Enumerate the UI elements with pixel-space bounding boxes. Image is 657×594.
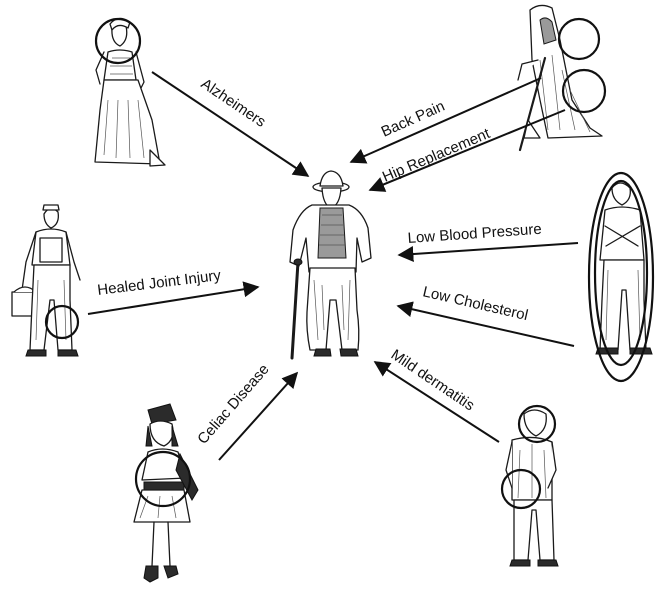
label-low-cholesterol: Low Cholesterol: [421, 283, 530, 324]
highlight-circle-hand: [500, 468, 542, 510]
label-low-blood-pressure: Low Blood Pressure: [407, 221, 542, 247]
label-celiac-disease: Celiac Disease: [194, 361, 272, 448]
highlight-circle-back: [557, 17, 601, 61]
label-alzheimers: Alzheimers: [198, 75, 269, 131]
arrow-celiac-disease: [218, 371, 299, 461]
label-mild-dermatitis: Mild dermatitis: [388, 346, 478, 414]
highlight-circle-abdomen: [134, 450, 192, 508]
arrow-low-blood-pressure: [397, 242, 579, 263]
highlight-circle-knee: [44, 304, 80, 340]
arrow-healed-joint-injury: [87, 281, 260, 315]
highlight-ellipse-outer: [587, 171, 655, 383]
arrow-back-pain: [349, 77, 542, 164]
arrow-alzheimers: [151, 71, 310, 177]
arrow-hip-replacement: [368, 109, 566, 192]
elderly-man-figure: [289, 170, 372, 360]
young-boy-figure: [505, 409, 559, 567]
hooded-elder-figure: [517, 4, 603, 152]
highlight-circle-hip: [561, 68, 607, 114]
arrow-low-cholesterol: [396, 301, 575, 347]
label-healed-joint-injury: Healed Joint Injury: [96, 267, 222, 299]
highlight-ellipse-inner: [593, 179, 649, 367]
victorian-woman-figure: [94, 17, 166, 167]
arrow-mild-dermatitis: [373, 361, 500, 443]
young-girl-figure: [133, 403, 199, 583]
worker-with-bucket-figure: [11, 204, 81, 357]
highlight-circle-head: [94, 17, 142, 65]
standing-man-figure: [595, 182, 653, 355]
highlight-circle-face: [517, 404, 557, 444]
